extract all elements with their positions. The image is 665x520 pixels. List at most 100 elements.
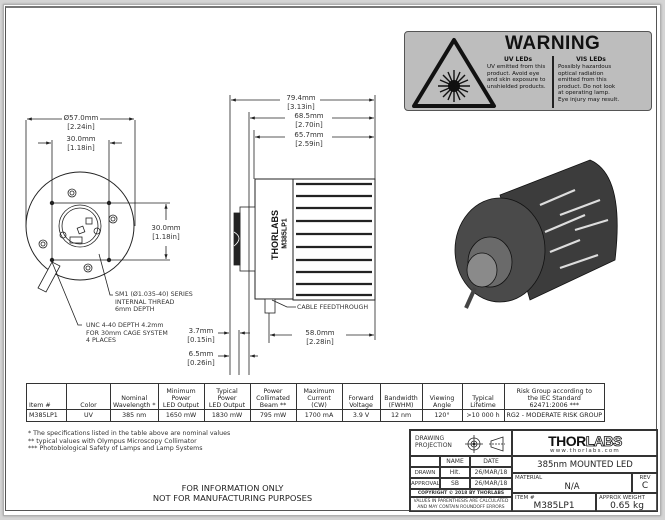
warning-divider: [552, 56, 554, 108]
cell-max-current: 1700 mA: [295, 409, 343, 422]
warning-vis-line: emitted from this: [558, 77, 607, 84]
note-line: FOR 30mm CAGE SYSTEM: [86, 329, 168, 337]
footnotes: * The specifications listed in the table…: [28, 430, 230, 453]
item-value: M385LP1: [533, 501, 575, 511]
dim-overall-mm: 79.4mm: [286, 94, 316, 102]
weight-label: APPROX WEIGHT: [599, 495, 646, 501]
dim-65-7-in: [2.59in]: [295, 140, 323, 148]
drawing-frame: [5, 6, 657, 511]
dim-overall-in: [3.13in]: [287, 103, 315, 111]
warning-vis-line: at operating lamp.: [558, 90, 610, 97]
dim-58-0-mm: 58.0mm: [305, 329, 335, 337]
dim-3-7: 3.7mm [0.15in]: [184, 327, 218, 345]
isometric-view: [454, 159, 618, 309]
item-label: ITEM #: [515, 495, 535, 501]
warning-uv-line: UV emitted from this: [487, 64, 546, 70]
dim-6-5-mm: 6.5mm: [188, 350, 214, 358]
cell-min-power: 1650 mW: [157, 409, 205, 422]
table-row: M385LP1 UV 385 nm 1650 mW 1830 mW 795 mW…: [26, 409, 606, 422]
warning-vis-heading: VIS LEDs: [576, 56, 606, 63]
rev-cell: REV C: [632, 473, 658, 493]
warning-vis-line: Possibly hazardous: [558, 64, 612, 70]
approval-name: SB: [440, 478, 470, 489]
warning-uv-line: and skin exposure to: [487, 77, 546, 84]
cell-collimated-power: 795 mW: [249, 409, 297, 422]
header-bandwidth: Bandwidth(FWHM): [379, 383, 423, 410]
approval-label: APPROVAL: [410, 478, 440, 489]
copyright: COPYRIGHT © 2018 BY THORLABS: [410, 489, 512, 497]
side-view: [218, 95, 376, 375]
cell-viewing-angle: 120°: [421, 409, 463, 422]
warning-vis-line: Eye injury may result.: [558, 96, 620, 103]
warning-vis-line: product. Do not look: [558, 83, 616, 90]
note-cable-feedthrough: CABLE FEEDTHROUGH: [297, 304, 369, 311]
warning-uv-section: UV LEDs UV emitted from this product. Av…: [487, 56, 549, 90]
dim-cage-height-mm: 30.0mm: [151, 224, 181, 232]
laser-radiation-triangle-icon: [412, 38, 496, 108]
rev-label: REV: [639, 475, 651, 481]
dim-58-0: 58.0mm [2.28in]: [296, 329, 344, 347]
dim-3-7-in: [0.15in]: [187, 336, 215, 344]
front-view: [25, 117, 170, 326]
weight-value: 0.65 kg: [610, 501, 644, 511]
material-value: N/A: [564, 482, 580, 492]
warning-title: WARNING: [505, 33, 601, 54]
rev-value: C: [641, 481, 649, 491]
cell-color: UV: [66, 409, 111, 422]
cell-typ-power: 1830 mW: [203, 409, 251, 422]
col-name-label: NAME: [440, 456, 470, 467]
header-item: Item #: [26, 383, 67, 410]
dim-cage-height: 30.0mm [1.18in]: [148, 224, 184, 242]
material-label: MATERIAL: [515, 475, 543, 481]
dim-cage-width: 30.0mm [1.18in]: [60, 135, 102, 153]
warning-vis-line: optical radiation: [558, 70, 604, 77]
warning-uv-line: unshielded products.: [487, 83, 546, 90]
housing-brand: THORLABS: [270, 210, 280, 260]
dim-diameter: Ø57.0mm [2.24in]: [60, 114, 102, 132]
logo-cell: THORLABS www.thorlabs.com: [512, 430, 658, 456]
header-color: Color: [66, 383, 111, 410]
blank-cell: [410, 456, 440, 467]
approval-date: 26/MAR/18: [470, 478, 512, 489]
dim-6-5-in: [0.26in]: [187, 359, 215, 367]
warning-uv-heading: UV LEDs: [503, 56, 533, 63]
cell-forward-voltage: 3.9 V: [341, 409, 381, 422]
dim-65-7: 65.7mm [2.59in]: [288, 131, 330, 149]
warning-label: WARNING UV LEDs UV emitted from this pro…: [404, 31, 652, 111]
cell-lifetime: >10 000 h: [461, 409, 505, 422]
col-date-label: DATE: [470, 456, 512, 467]
warning-uv-line: product. Avoid eye: [487, 70, 540, 77]
disclaimer: FOR INFORMATION ONLY NOT FOR MANUFACTURI…: [120, 483, 345, 503]
housing-model: M385LP1: [281, 218, 289, 249]
cell-item: M385LP1: [26, 409, 67, 422]
disclaimer-line: NOT FOR MANUFACTURING PURPOSES: [152, 493, 313, 503]
drawing-title: 385nm MOUNTED LED: [512, 456, 658, 473]
disclaimer-line: FOR INFORMATION ONLY: [181, 483, 284, 493]
dim-3-7-mm: 3.7mm: [188, 327, 214, 335]
cell-risk-group: RG2 - MODERATE RISK GROUP: [503, 409, 606, 422]
footnote: *** Photobiological Safety of Lamps and …: [28, 445, 203, 452]
material-cell: MATERIAL N/A: [512, 473, 632, 493]
cell-wavelength: 385 nm: [110, 409, 159, 422]
dim-68-5: 68.5mm [2.70in]: [288, 112, 330, 130]
dim-58-0-in: [2.28in]: [306, 338, 334, 346]
dim-68-5-in: [2.70in]: [295, 121, 323, 129]
note-sm1-thread: SM1 (Ø1.035-40) SERIES INTERNAL THREAD 6…: [115, 291, 193, 314]
note-cage-holes: UNC 4-40 DEPTH 4.2mm FOR 30mm CAGE SYSTE…: [86, 322, 168, 345]
item-cell: ITEM # M385LP1: [512, 493, 596, 512]
third-angle-projection-icon: [465, 435, 505, 453]
dim-diameter-in: [2.24in]: [67, 123, 95, 131]
